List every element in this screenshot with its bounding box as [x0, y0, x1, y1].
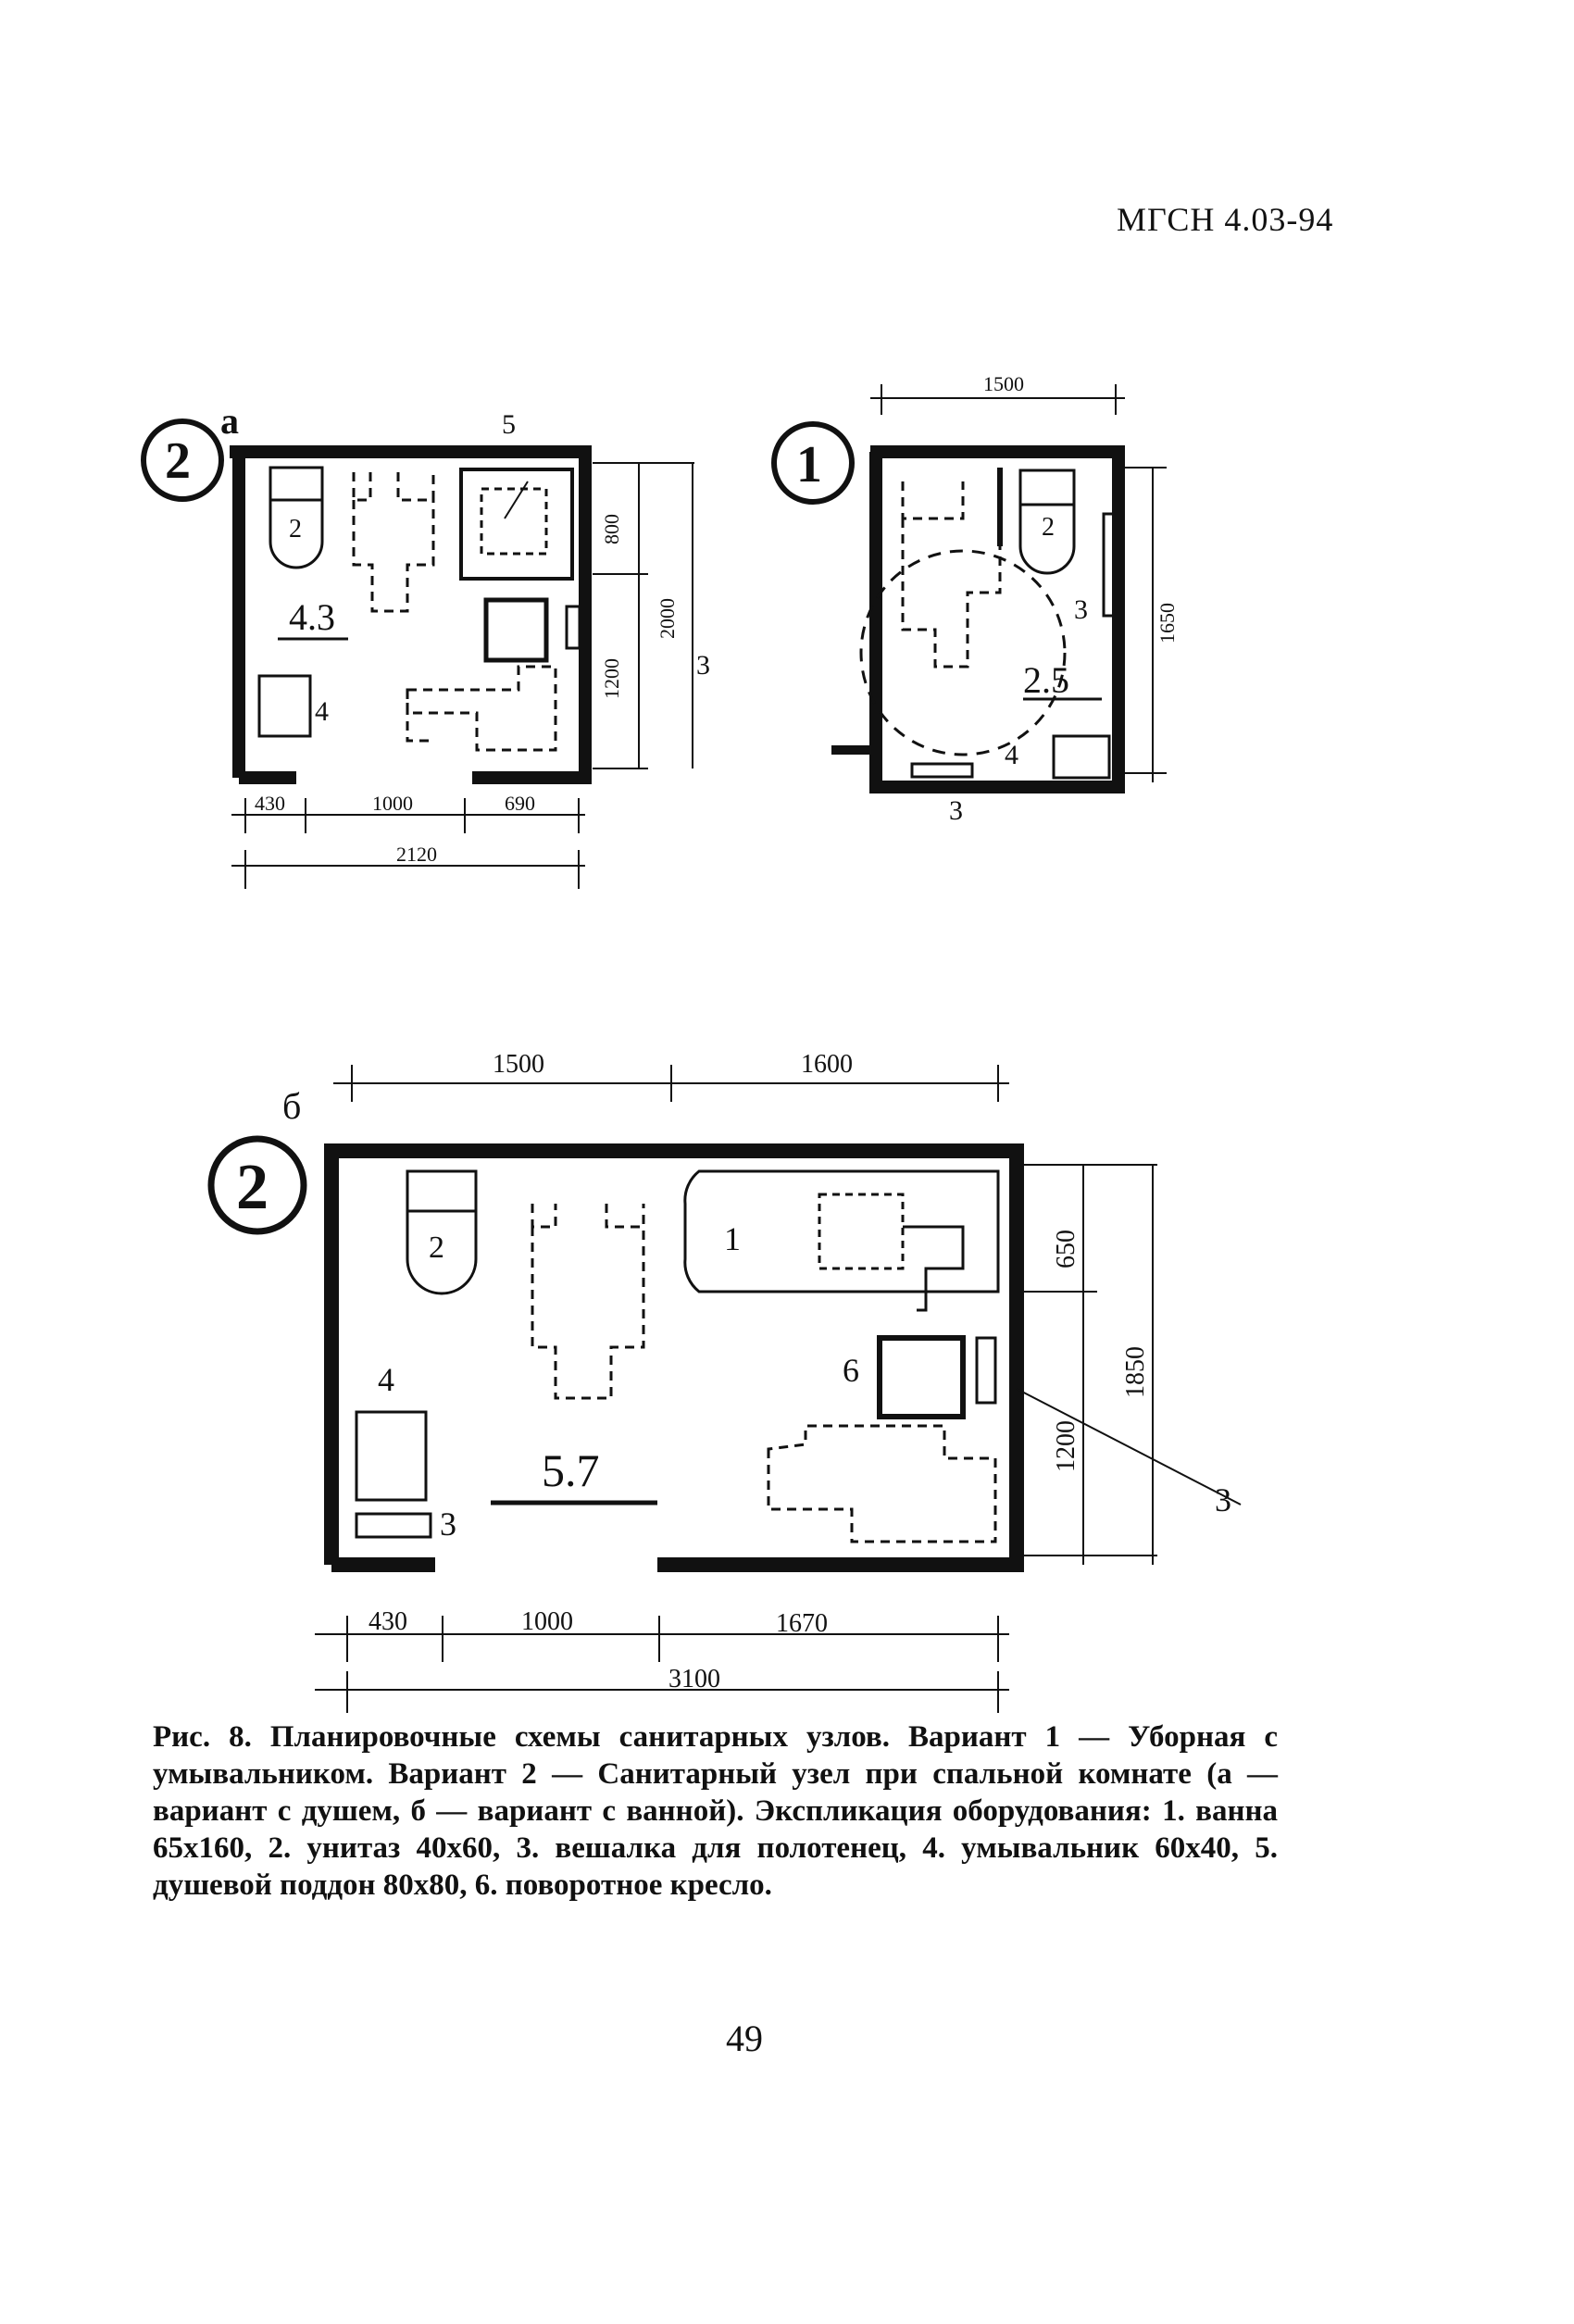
v2b-label-sink: 4 — [378, 1361, 394, 1398]
v2a-label-sink: 4 — [315, 696, 329, 727]
v2a-dim-1000: 1000 — [372, 792, 413, 815]
v1-dim-1500: 1500 — [983, 372, 1024, 395]
figure-caption: Рис. 8. Планировочные схемы санитарных у… — [153, 1720, 1278, 1902]
v2b-label-bath: 1 — [724, 1220, 741, 1257]
v2b-dim-3100: 3100 — [668, 1665, 720, 1693]
v2a-label-shower-tray: 5 — [502, 409, 516, 440]
v1-label-towel-right: 3 — [1074, 594, 1088, 625]
v2a-dim-1200: 1200 — [600, 658, 623, 699]
v2a-area-label: 4.3 — [289, 596, 335, 638]
v2b-area-label: 5.7 — [542, 1444, 600, 1496]
v2b-label-chair: 6 — [843, 1352, 859, 1389]
v1-label-towel-bottom: 3 — [949, 795, 963, 826]
v2b-dim-650: 650 — [1052, 1230, 1081, 1268]
plan-variant-2a — [141, 419, 694, 889]
v2b-dim-1670: 1670 — [776, 1609, 828, 1638]
v2a-dim-800: 800 — [600, 514, 623, 544]
v2a-label-wc: 2 — [289, 515, 302, 544]
v1-label-sink: 4 — [1005, 740, 1018, 770]
v2a-dim-430: 430 — [255, 792, 285, 815]
v2a-dim-2000: 2000 — [656, 598, 679, 639]
plan-variant-2b — [207, 1065, 1242, 1713]
v2a-variant-number: 2 — [165, 432, 191, 490]
v2b-dim-430: 430 — [369, 1607, 407, 1636]
v2b-dim-1200: 1200 — [1052, 1420, 1081, 1472]
v2b-dim-1500: 1500 — [493, 1050, 544, 1079]
v2b-label-wc: 2 — [429, 1231, 444, 1265]
v2a-dim-2120: 2120 — [396, 843, 437, 866]
v2b-variant-number: 2 — [236, 1152, 269, 1223]
v2a-label-towel: 3 — [696, 650, 710, 681]
v1-variant-number: 1 — [796, 436, 822, 494]
v2b-dim-1600: 1600 — [801, 1050, 853, 1079]
page-number: 49 — [726, 2018, 763, 2059]
document-code-header: МГСН 4.03-94 — [1117, 201, 1334, 238]
v2b-dim-1000: 1000 — [521, 1607, 573, 1636]
v2b-dim-1850: 1850 — [1121, 1346, 1150, 1398]
v1-area-label: 2.5 — [1023, 659, 1069, 701]
v2b-label-towel-left: 3 — [440, 1506, 456, 1543]
v2a-dim-690: 690 — [505, 792, 535, 815]
v1-dim-1650: 1650 — [1156, 603, 1179, 643]
v2b-label-towel-right: 3 — [1215, 1481, 1231, 1518]
v1-label-wc: 2 — [1042, 513, 1055, 542]
v2a-sub-label: а — [220, 400, 239, 442]
plan-variant-1 — [771, 384, 1167, 793]
v2b-sub-label: б — [282, 1085, 301, 1127]
